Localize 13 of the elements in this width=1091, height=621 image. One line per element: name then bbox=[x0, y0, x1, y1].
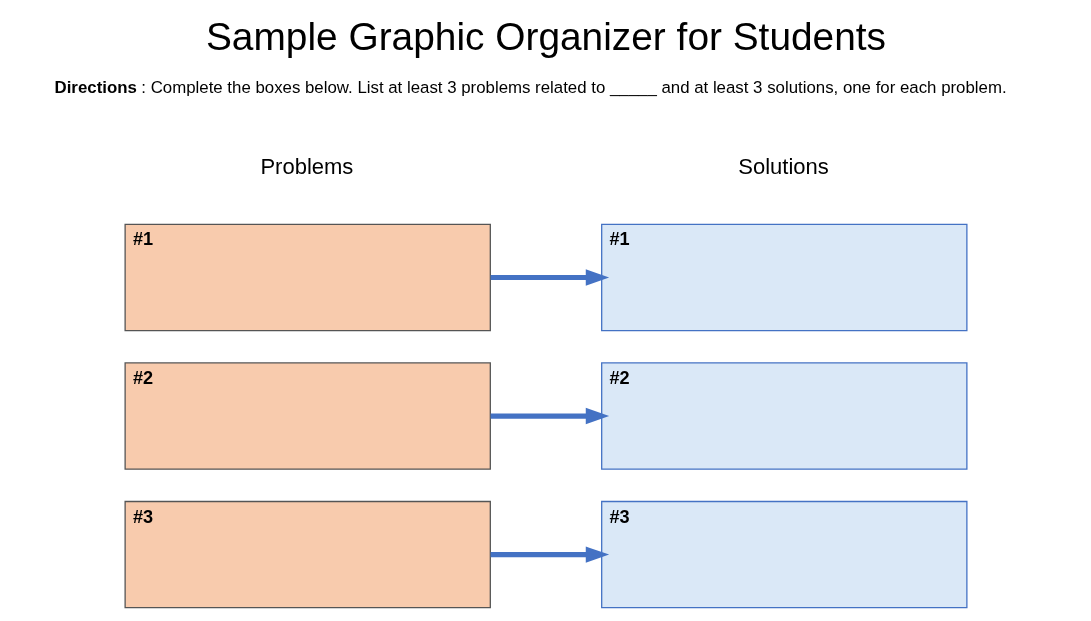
node-box: #2 bbox=[600, 362, 968, 470]
label: Problems bbox=[259, 154, 353, 179]
node-box: #3 bbox=[600, 500, 968, 609]
arrow bbox=[490, 407, 609, 425]
node-box: #3 bbox=[123, 500, 491, 609]
label: Directions: Complete the boxes below. List at least 3 problems related to _____ and at least 3 solutions, one for each problem. bbox=[54, 77, 1007, 97]
node-box: #1 bbox=[600, 223, 968, 332]
node-box: #2 bbox=[123, 362, 491, 470]
arrow bbox=[490, 546, 609, 563]
label: Solutions bbox=[737, 154, 829, 179]
diagram-title: Sample Graphic Organizer for Students bbox=[205, 14, 886, 58]
arrow bbox=[490, 269, 609, 286]
node-box: #1 bbox=[123, 223, 491, 332]
